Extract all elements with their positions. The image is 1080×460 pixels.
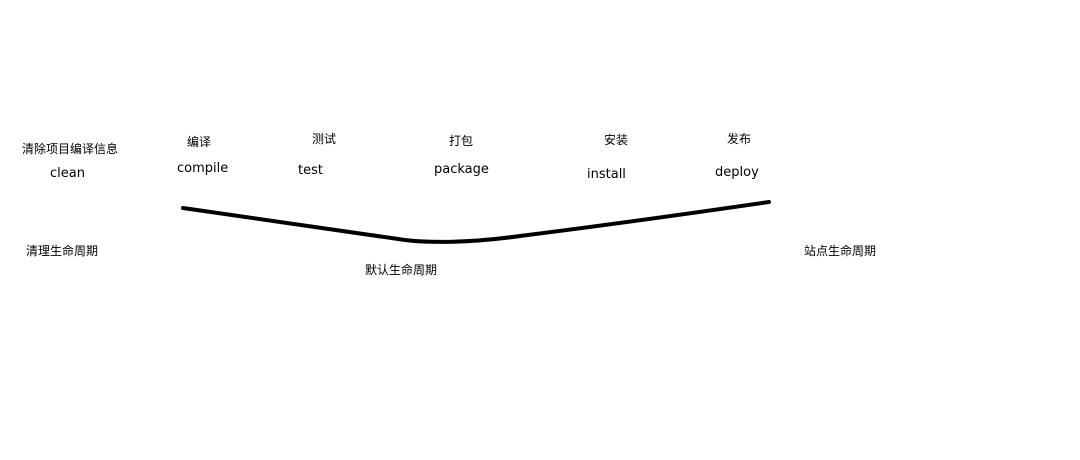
clean-lifecycle-label: 清理生命周期: [26, 244, 99, 258]
clean-phase-cn: 清除项目编译信息: [22, 142, 119, 156]
test-phase-en: test: [298, 163, 323, 178]
clean-phase-en: clean: [50, 166, 85, 181]
package-phase-en: package: [434, 162, 489, 177]
bracket-curve: [181, 200, 771, 244]
deploy-phase-cn: 发布: [727, 132, 752, 146]
compile-phase-en: compile: [177, 161, 229, 176]
install-phase-cn: 安装: [604, 133, 629, 147]
package-phase-cn: 打包: [449, 134, 474, 148]
compile-phase-cn: 编译: [187, 135, 212, 149]
default-lifecycle-label: 默认生命周期: [365, 263, 438, 277]
install-phase-en: install: [587, 167, 626, 182]
test-phase-cn: 测试: [312, 132, 337, 146]
site-lifecycle-label: 站点生命周期: [804, 244, 877, 258]
deploy-phase-en: deploy: [715, 165, 759, 180]
